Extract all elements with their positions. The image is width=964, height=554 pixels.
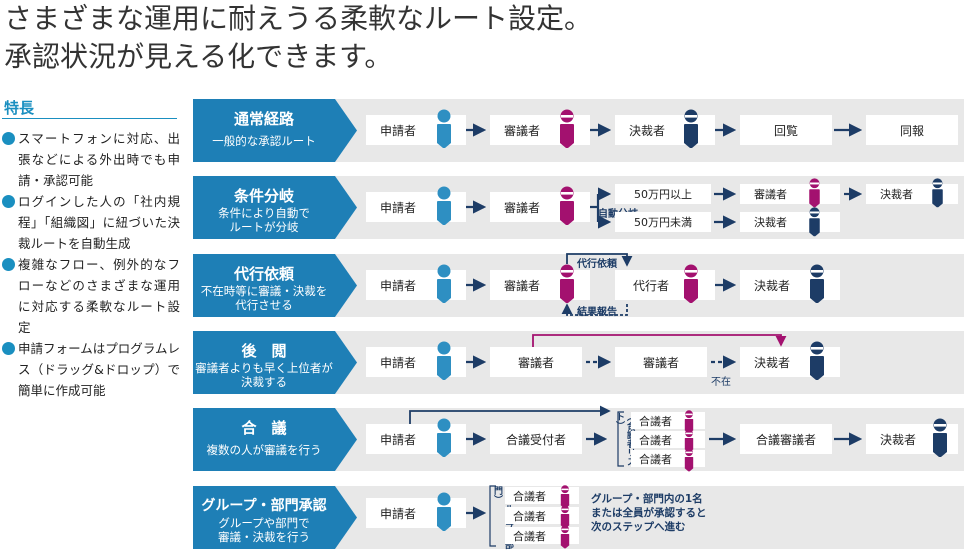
node-reviewer-1: 審議者 (490, 347, 582, 377)
node-reviewer-2: 審議者 (615, 347, 707, 377)
node-proxy: 代行者 (615, 270, 715, 300)
row-consultation: 合 議 複数の人が審議を行う 申請者 合議受付者 （合議者リスト） 合議者 合議… (193, 408, 964, 472)
row-branch-title: 条件分岐 (233, 187, 294, 205)
result-report-label: 結果報告 (577, 307, 617, 318)
row-proxy-request: 代行依頼 不在時等に審議・決裁を 代行させる 申請者 審議者 代行依頼 代行者 … (193, 254, 964, 318)
node-council-reviewer: 合議審議者 (740, 424, 832, 454)
applicant-person-icon (434, 418, 454, 462)
row-post-label: 後 閲 審議者よりも早く上位者が 決裁する (193, 331, 357, 394)
row-branch-label: 条件分岐 条件により自動で ルートが分岐 (193, 176, 357, 239)
row-consult-label: 合 議 複数の人が審議を行う (193, 408, 357, 471)
node-cc: 同報 (866, 115, 958, 145)
features-divider (2, 118, 177, 119)
proxy-person-icon (681, 264, 701, 308)
reviewer-person-icon (557, 109, 577, 153)
row-proxy-title: 代行依頼 (233, 265, 294, 283)
reviewer-person-icon (807, 178, 822, 212)
condition-over-500k: 50万円以上 (615, 184, 711, 204)
approver-person-icon (807, 341, 827, 385)
row-post-subtitle-2: 決裁する (241, 375, 287, 389)
row-group-title: グループ・部門承認 (201, 498, 327, 514)
reviewer-person-icon (559, 505, 571, 533)
applicant-person-icon (434, 264, 454, 308)
row-group-approval: グループ・部門承認 グループや部門で 審議・決裁を行う 申請者 （グループ・部門… (193, 485, 964, 549)
approver-person-icon (807, 264, 827, 308)
reviewer-person-icon (683, 429, 695, 457)
row-post-subtitle-1: 審議者よりも早く上位者が (195, 361, 333, 375)
page-title-line2: 承認状況が見える化できます。 (4, 40, 393, 73)
group-note-line1: グループ・部門内の1名 (591, 493, 703, 505)
node-group-member: 合議者 (505, 527, 579, 544)
row-consult-title: 合 議 (241, 419, 287, 437)
node-approver-bottom: 決裁者 (740, 212, 840, 232)
row-proxy-subtitle-1: 不在時等に審議・決裁を (200, 284, 328, 298)
row-proxy-subtitle-2: 代行させる (235, 298, 293, 312)
row-group-label: グループ・部門承認 グループや部門で 審議・決裁を行う (193, 486, 357, 549)
proxy-request-label: 代行依頼 (577, 259, 617, 270)
approver-person-icon (930, 418, 950, 462)
applicant-person-icon (434, 492, 454, 536)
applicant-person-icon (434, 341, 454, 385)
row-normal-route: 通常経路 一般的な承認ルート 申請者 審議者 決裁者 回覧 同報 (193, 99, 964, 162)
reviewer-person-icon (683, 448, 695, 476)
row-group-subtitle-2: 審議・決裁を行う (218, 530, 310, 544)
reviewer-person-icon (557, 186, 577, 230)
condition-under-500k: 50万円未満 (615, 212, 711, 232)
group-note-line3: 次のステップへ進む (591, 521, 686, 533)
node-approver: 決裁者 (615, 115, 715, 145)
reviewer-person-icon (559, 525, 571, 553)
row-conditional-branch: 条件分岐 条件により自動で ルートが分岐 申請者 審議者 自動分岐 50万円以上… (193, 176, 964, 239)
row-normal-title: 通常経路 (233, 110, 294, 128)
row-normal-label: 通常経路 一般的な承認ルート (193, 99, 357, 162)
feature-item: スマートフォンに対応、出張などによる外出時でも申請・承認可能 (0, 128, 180, 191)
row-group-subtitle-1: グループや部門で (218, 516, 310, 530)
approver-person-icon (930, 178, 945, 212)
node-circulation: 回覧 (740, 115, 832, 145)
row-post-review: 後 閲 審議者よりも早く上位者が 決裁する 申請者 審議者 審議者 不在 決裁者 (193, 331, 964, 394)
reviewer-person-icon (557, 264, 577, 308)
applicant-person-icon (434, 109, 454, 153)
node-reviewer-2: 審議者 (740, 184, 840, 204)
features-heading: 特長 (4, 99, 35, 117)
approver-person-icon (807, 207, 822, 241)
approver-person-icon (681, 109, 701, 153)
reviewer-person-icon (683, 410, 695, 438)
node-reviewer: 審議者 (490, 115, 590, 145)
feature-item: 複雑なフロー、例外的なフローなどのさまざまな運用に対応する柔軟なルート設定 (0, 254, 180, 338)
node-group-member: 合議者 (505, 487, 579, 504)
row-proxy-label: 代行依頼 不在時等に審議・決裁を 代行させる (193, 254, 357, 317)
page-title-line1: さまざまな運用に耐えうる柔軟なルート設定。 (4, 2, 593, 35)
feature-item: ログインした人の「社内規程」「組織図」に紐づいた決裁ルートを自動生成 (0, 191, 180, 254)
features-list: スマートフォンに対応、出張などによる外出時でも申請・承認可能 ログインした人の「… (0, 128, 180, 401)
row-post-title: 後 閲 (241, 342, 287, 360)
applicant-person-icon (434, 186, 454, 230)
absent-label: 不在 (711, 377, 731, 388)
row-branch-subtitle-2: ルートが分岐 (229, 220, 299, 234)
node-consult-receiver: 合議受付者 (490, 424, 582, 454)
row-normal-subtitle: 一般的な承認ルート (212, 134, 316, 148)
node-group-member: 合議者 (505, 507, 579, 524)
group-note-line2: または全員が承認すると (591, 507, 707, 519)
feature-item: 申請フォームはプログラムレス（ドラッグ&ドロップ）で簡単に作成可能 (0, 338, 180, 401)
row-consult-subtitle: 複数の人が審議を行う (206, 443, 322, 457)
row-branch-subtitle-1: 条件により自動で (218, 206, 310, 220)
reviewer-person-icon (559, 485, 571, 513)
